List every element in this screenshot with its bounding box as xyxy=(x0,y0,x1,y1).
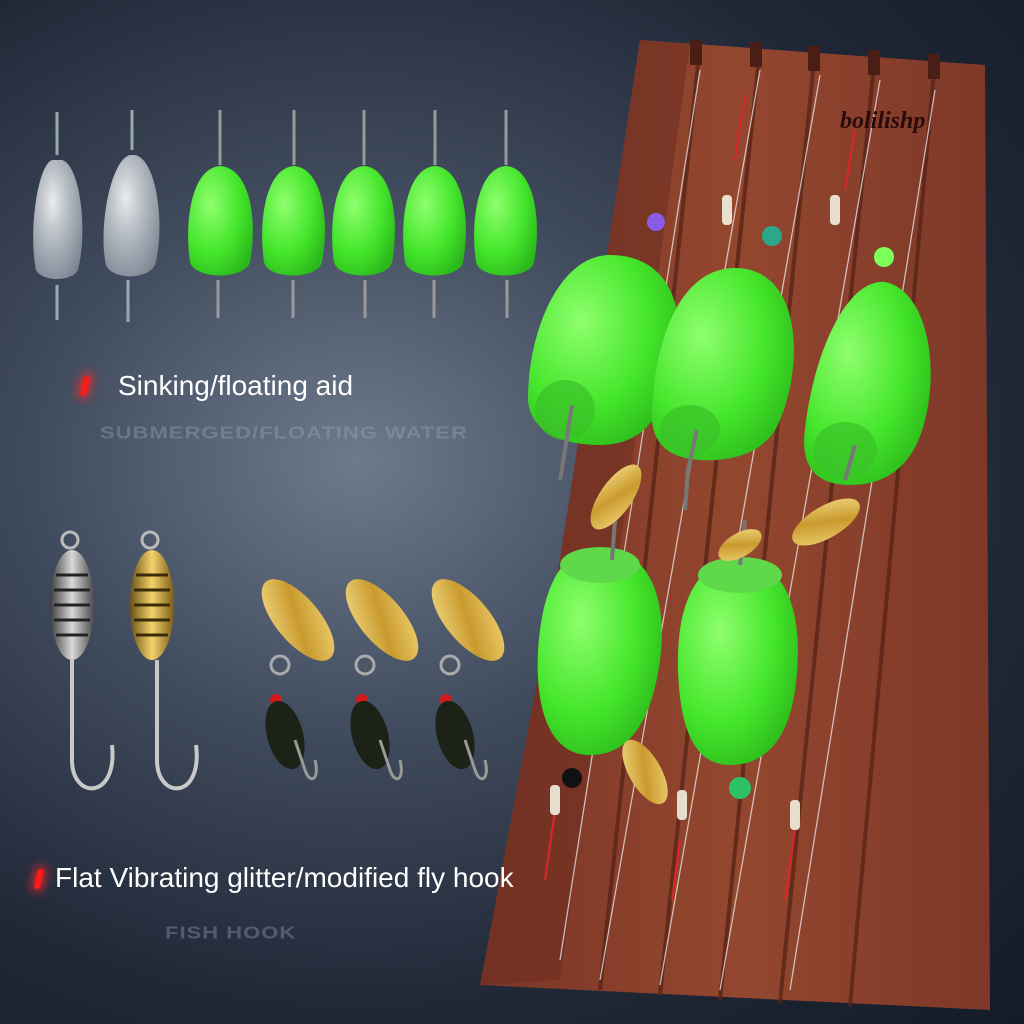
clear-float xyxy=(103,110,160,322)
section-subtitle-hooks: FISH HOOK xyxy=(165,922,297,943)
board-float xyxy=(537,547,662,755)
fly-hook xyxy=(345,579,419,781)
brand-watermark: bolilishp xyxy=(840,108,926,134)
section-subtitle-floats: SUBMERGED/FLOATING WATER xyxy=(100,422,468,443)
foam-board xyxy=(480,40,990,1010)
board-float xyxy=(528,255,680,445)
board-float xyxy=(677,557,798,765)
gold-spoon-hook xyxy=(130,530,199,791)
board-float xyxy=(804,281,931,485)
section-title-hooks: Flat Vibrating glitter/modified fly hook xyxy=(55,862,514,893)
green-float-row xyxy=(188,110,537,318)
board-float xyxy=(651,268,794,461)
silver-spoon-hook xyxy=(50,530,115,791)
section-title-floats: Sinking/floating aid xyxy=(118,370,354,401)
fly-hook xyxy=(261,579,335,781)
fly-hook xyxy=(431,579,505,781)
clear-float xyxy=(33,112,83,320)
